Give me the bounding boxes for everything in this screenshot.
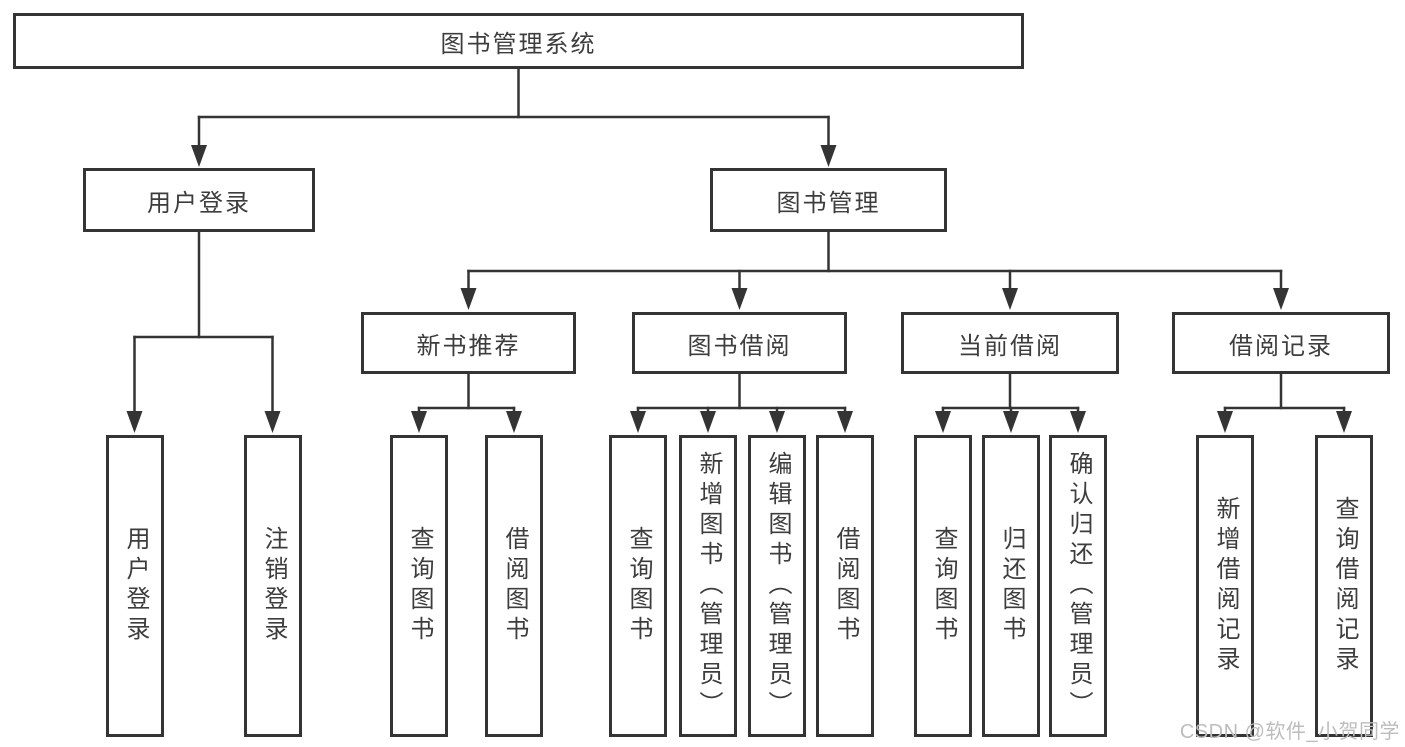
connector-new-book-recommend <box>411 372 522 433</box>
node-label: 当前借阅 <box>958 332 1062 360</box>
connector-user-login <box>126 230 281 433</box>
leaf-query-books-recommend: 查询图书 <box>390 435 448 737</box>
node-new-book-recommend: 新书推荐 <box>361 312 576 374</box>
leaf-label: 借阅图书 <box>501 526 528 646</box>
leaf-label: 注销登录 <box>260 526 287 646</box>
leaf-borrow-books-borrow: 借阅图书 <box>816 435 874 737</box>
leaf-add-borrow-record: 新增借阅记录 <box>1196 435 1254 737</box>
leaf-return-book: 归还图书 <box>982 435 1040 737</box>
node-label: 借阅记录 <box>1229 332 1333 360</box>
node-label: 图书管理系统 <box>440 30 597 58</box>
connector-current-borrow <box>935 372 1086 433</box>
node-book-management: 图书管理 <box>710 168 947 232</box>
connector-borrow-records <box>1217 372 1352 433</box>
node-label: 图书管理 <box>776 189 881 217</box>
leaf-query-borrow-record: 查询借阅记录 <box>1315 435 1373 737</box>
connector-book-management <box>460 230 1289 310</box>
node-library-management-system: 图书管理系统 <box>13 13 1024 69</box>
leaf-add-book-admin: 新增图书（管理员） <box>679 435 737 737</box>
leaf-logout: 注销登录 <box>244 435 302 737</box>
leaf-label: 借阅图书 <box>832 526 859 646</box>
node-label: 图书借阅 <box>687 332 792 360</box>
node-label: 用户登录 <box>147 189 251 217</box>
leaf-label: 查询借阅记录 <box>1331 496 1358 676</box>
leaf-confirm-return-admin: 确认归还（管理员） <box>1049 435 1107 737</box>
watermark-text: CSDN @软件_小贺同学 <box>1179 721 1400 743</box>
leaf-label: 编辑图书（管理员） <box>764 451 791 721</box>
node-label: 新书推荐 <box>416 332 521 360</box>
node-borrow-records: 借阅记录 <box>1172 312 1390 374</box>
connector-root <box>191 67 837 167</box>
leaf-query-books-borrow: 查询图书 <box>609 435 667 737</box>
leaf-label: 新增图书（管理员） <box>695 451 722 721</box>
leaf-query-books-current: 查询图书 <box>914 435 972 737</box>
leaf-label: 查询图书 <box>930 526 957 646</box>
leaf-user-login: 用户登录 <box>106 435 164 737</box>
node-book-borrow: 图书借阅 <box>632 312 847 374</box>
leaf-borrow-books-recommend: 借阅图书 <box>485 435 543 737</box>
node-user-login: 用户登录 <box>83 168 315 232</box>
leaf-label: 归还图书 <box>998 526 1025 646</box>
leaf-label: 查询图书 <box>406 526 433 646</box>
leaf-edit-book-admin: 编辑图书（管理员） <box>748 435 806 737</box>
node-current-borrow: 当前借阅 <box>901 312 1119 374</box>
leaf-label: 用户登录 <box>122 526 149 646</box>
connector-book-borrow <box>630 372 853 433</box>
leaf-label: 新增借阅记录 <box>1212 496 1239 676</box>
leaf-label: 查询图书 <box>625 526 652 646</box>
leaf-label: 确认归还（管理员） <box>1065 451 1092 721</box>
